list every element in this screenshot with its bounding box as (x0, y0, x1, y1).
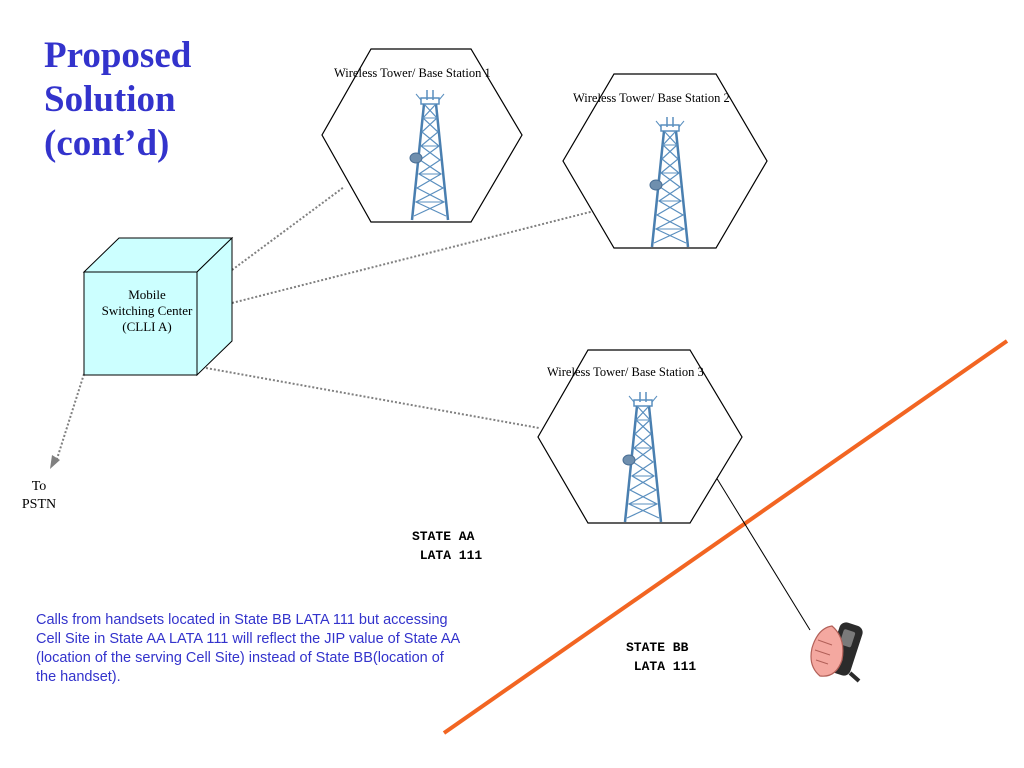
title-line: Solution (44, 79, 176, 120)
msc-label: Mobile Switching Center (CLLI A) (84, 287, 210, 335)
pstn-label-line: PSTN (21, 497, 57, 512)
tower-3-label: Wireless Tower/ Base Station 3 (547, 365, 704, 379)
state-aa-label: STATE AA LATA 111 (412, 527, 482, 565)
slide-title: Proposed Solution (cont’d) (44, 34, 284, 166)
pstn-arrowhead (50, 455, 60, 469)
state-bb-line: STATE BB (626, 640, 689, 655)
link-msc-tower-3 (205, 367, 540, 429)
state-aa-line: LATA 111 (412, 548, 483, 563)
state-aa-line: STATE AA (412, 529, 475, 544)
state-boundary-line (442, 339, 1009, 735)
msc-label-line: Mobile (128, 287, 166, 302)
state-bb-label: STATE BB LATA 111 (626, 638, 696, 676)
state-bb-line: LATA 111 (626, 659, 697, 674)
hexagon-tower-3 (537, 349, 743, 524)
pstn-label-line: To (31, 479, 47, 494)
link-msc-pstn (55, 373, 85, 463)
link-msc-tower-2 (231, 210, 595, 304)
pstn-label: To PSTN (14, 478, 64, 514)
explanation-note: Calls from handsets located in State BB … (36, 612, 460, 685)
link-tower-3-handset (715, 476, 811, 631)
link-msc-tower-1 (231, 186, 345, 271)
msc-cube (82, 236, 234, 377)
title-line: Proposed (44, 35, 192, 76)
msc-label-line: Switching Center (101, 303, 193, 318)
tower-1-label: Wireless Tower/ Base Station 1 (334, 66, 491, 80)
msc-label-line: (CLLI A) (122, 319, 172, 334)
hexagon-tower-1 (321, 48, 523, 223)
title-line: (cont’d) (44, 123, 170, 164)
tower-2-label: Wireless Tower/ Base Station 2 (573, 91, 730, 105)
mobile-handset-icon (810, 622, 863, 683)
